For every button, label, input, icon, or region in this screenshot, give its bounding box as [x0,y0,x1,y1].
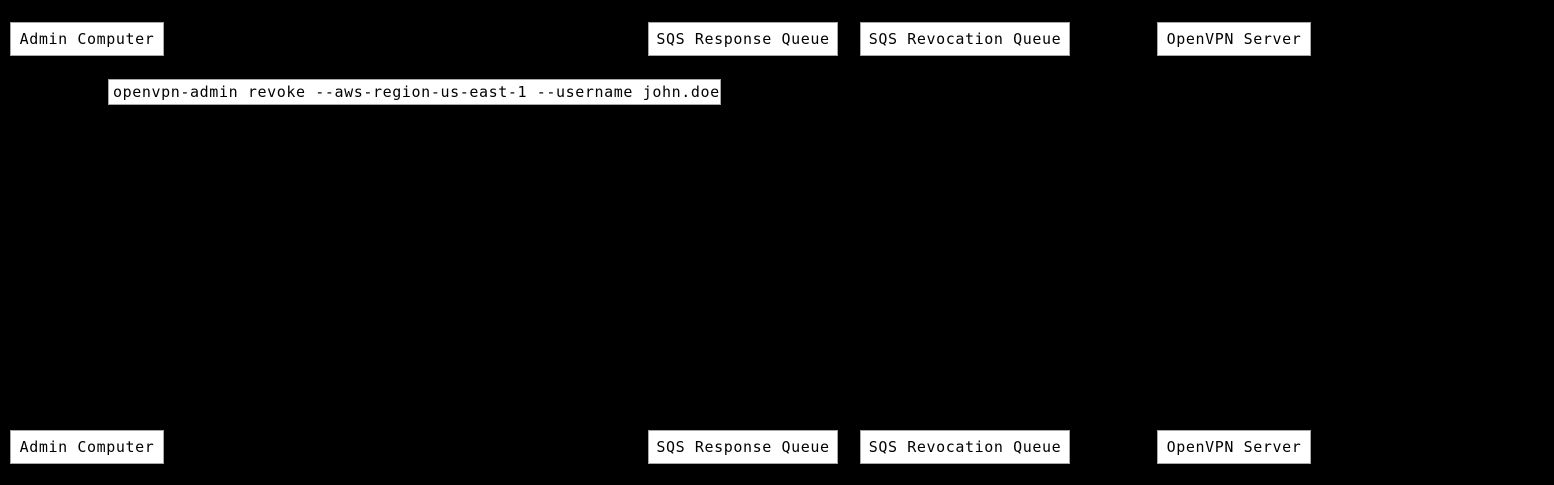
participant-label: SQS Revocation Queue [868,29,1062,48]
participant-footer-sqs-revocation-queue[interactable]: SQS Revocation Queue [860,430,1070,464]
participant-header-sqs-response-queue[interactable]: SQS Response Queue [648,22,838,56]
lifeline-sqs-response-queue [743,56,744,430]
participant-header-openvpn-server[interactable]: OpenVPN Server [1157,22,1311,56]
participant-label: SQS Response Queue [656,437,830,456]
participant-label: OpenVPN Server [1166,437,1302,456]
participant-footer-openvpn-server[interactable]: OpenVPN Server [1157,430,1311,464]
participant-footer-admin-computer[interactable]: Admin Computer [10,430,164,464]
participant-label: Admin Computer [19,29,155,48]
participant-footer-sqs-response-queue[interactable]: SQS Response Queue [648,430,838,464]
participant-header-admin-computer[interactable]: Admin Computer [10,22,164,56]
participant-label: SQS Revocation Queue [868,437,1062,456]
lifeline-admin-computer [87,56,88,430]
lifeline-sqs-revocation-queue [965,56,966,430]
participant-label: Admin Computer [19,437,155,456]
lifeline-openvpn-server [1234,56,1235,430]
message-label-revoke-command[interactable]: openvpn-admin revoke --aws-region-us-eas… [108,79,721,105]
message-text: openvpn-admin revoke --aws-region-us-eas… [113,82,720,101]
participant-label: SQS Response Queue [656,29,830,48]
participant-header-sqs-revocation-queue[interactable]: SQS Revocation Queue [860,22,1070,56]
participant-label: OpenVPN Server [1166,29,1302,48]
